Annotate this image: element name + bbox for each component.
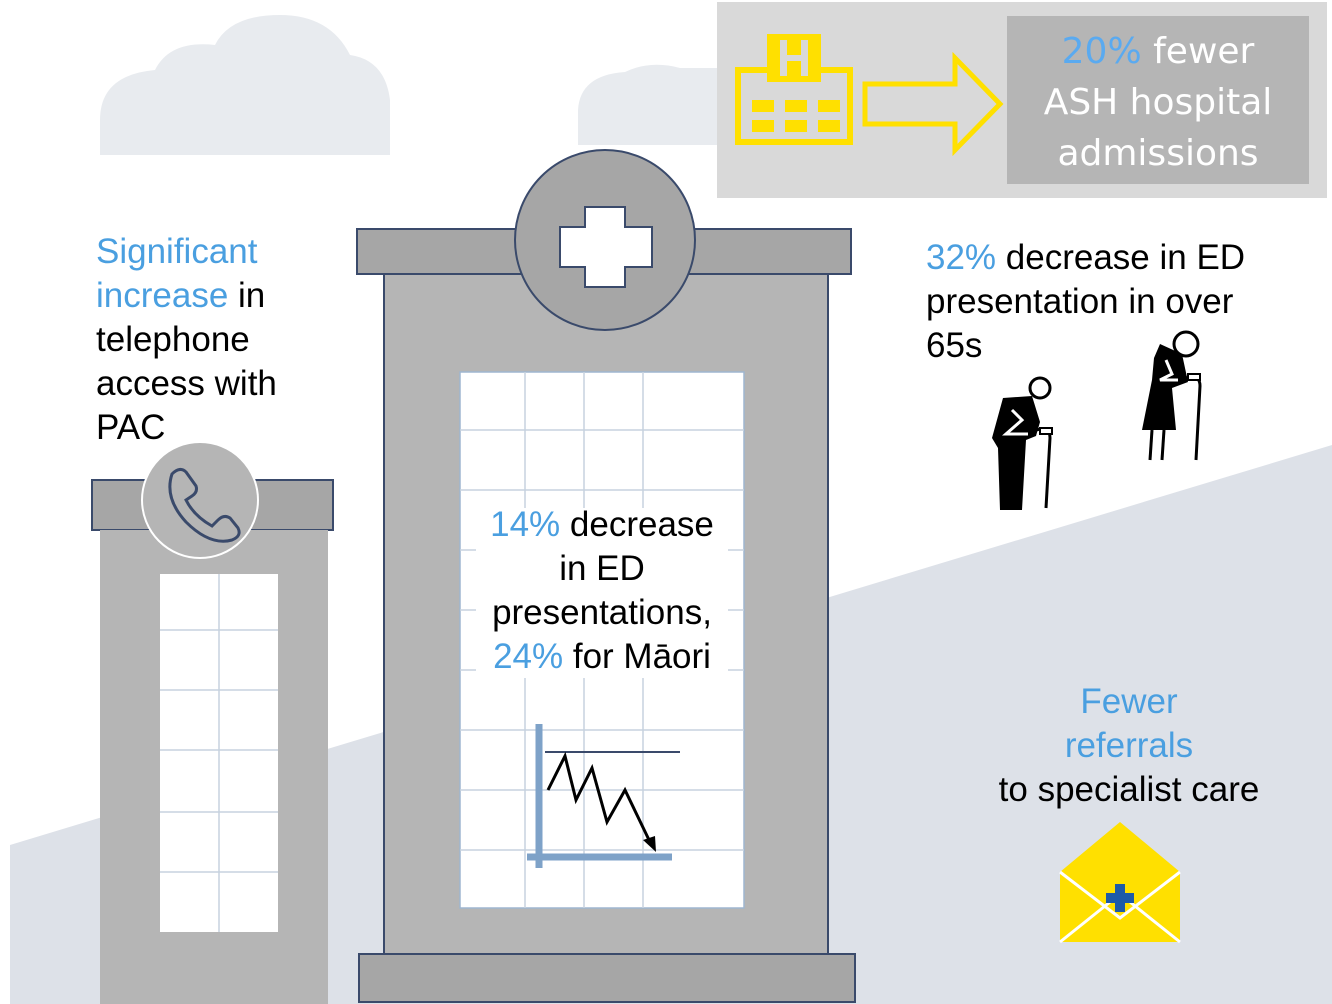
admissions-line1: fewer	[1141, 31, 1255, 72]
hospital-h-letter	[780, 40, 808, 76]
falling-chart-icon	[527, 724, 680, 868]
referrals-stat: Fewer referrals to specialist care	[966, 680, 1292, 812]
telephone-building	[91, 441, 334, 1004]
maori-percent: 24%	[493, 637, 564, 676]
ed-line3: presentations,	[492, 593, 712, 632]
referrals-line3: to specialist care	[998, 770, 1260, 809]
admissions-line3: admissions	[1057, 133, 1259, 174]
elderly-person-icon	[992, 376, 1053, 510]
cloud-shape-right	[578, 64, 720, 145]
ed-percent: 14%	[490, 505, 561, 544]
telephone-stat: Significant increase in telephone access…	[96, 230, 277, 450]
telephone-line5: PAC	[96, 408, 166, 447]
plus-icon	[559, 206, 653, 288]
ed-line4: for Māori	[563, 637, 711, 676]
admissions-percent: 20%	[1061, 31, 1142, 72]
telephone-icon	[168, 467, 241, 543]
ed-line1: decrease	[560, 505, 714, 544]
telephone-line2: in	[228, 276, 266, 315]
ed-line2: in ED	[559, 549, 645, 588]
elderly-person-icon-2	[1142, 330, 1202, 461]
envelope-medical-icon	[1059, 822, 1181, 944]
over65-stat: 32% decrease in ED presentation in over …	[926, 236, 1245, 368]
telephone-line3: telephone	[96, 320, 250, 359]
over65-percent: 32%	[926, 238, 997, 277]
over65-line3: 65s	[926, 326, 983, 365]
over65-line2: presentation in over	[926, 282, 1234, 321]
referrals-line2: referrals	[1064, 726, 1194, 765]
hospital-building-icon	[735, 34, 853, 145]
arrow-icon	[862, 51, 1004, 157]
main-building	[356, 149, 856, 1003]
admissions-text-box	[1007, 16, 1309, 184]
cloud-shape-left	[100, 15, 390, 155]
admissions-line2: ASH hospital	[1043, 82, 1273, 123]
telephone-line4: access with	[96, 364, 277, 403]
ed-stat: 14% decrease in ED presentations, 24% fo…	[466, 503, 738, 679]
referrals-line1: Fewer	[1080, 682, 1178, 721]
telephone-line1: Significant	[96, 232, 258, 271]
telephone-increase: increase	[96, 276, 229, 315]
over65-line1: decrease in ED	[996, 238, 1246, 277]
admissions-stat: 20% fewer ASH hospital admissions	[1007, 26, 1309, 179]
